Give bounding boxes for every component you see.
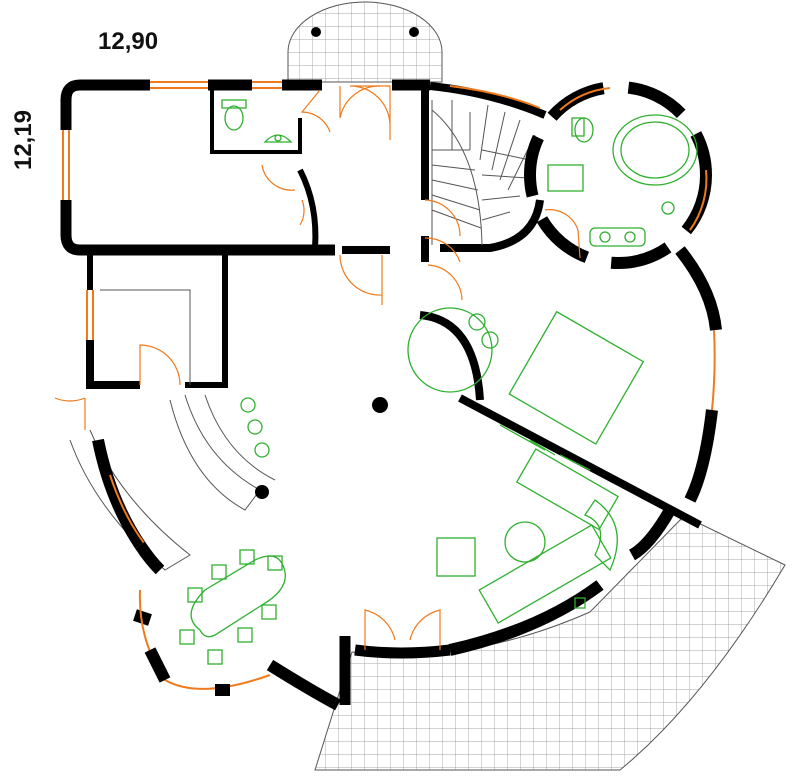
balcony-column-left [311, 27, 321, 37]
balcony-column-right [409, 27, 419, 37]
center-column [372, 397, 388, 413]
dining-table-set [179, 549, 286, 665]
top-balcony [287, 1, 443, 83]
bathroom-rotunda [524, 81, 712, 269]
staircase [431, 100, 536, 246]
top-left-room-walls [60, 79, 335, 256]
doors [261, 85, 581, 650]
living-sofa-set [436, 448, 619, 624]
kitchen-counters [69, 394, 276, 571]
living-outer-walls [354, 246, 722, 659]
central-walls [297, 79, 547, 262]
left-curve-walls [92, 438, 351, 711]
bottom-terrace [314, 515, 786, 771]
bedroom [407, 307, 645, 471]
wc-room [210, 88, 302, 154]
width-dimension-label: 12,90 [98, 28, 159, 55]
left-rooms-walls [54, 252, 228, 430]
kitchen-column [255, 485, 269, 499]
